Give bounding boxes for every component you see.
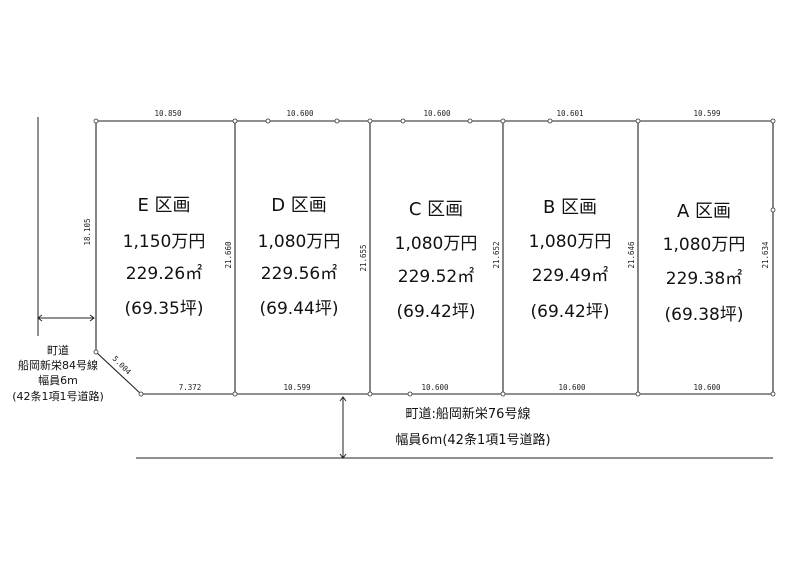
lot-e-price: 1,150万円 xyxy=(123,232,206,252)
lot-a-name: A 区画 xyxy=(677,201,731,222)
dim-bottom-d: 10.599 xyxy=(283,383,310,392)
side-road-label-4: (42条1項1号道路) xyxy=(12,389,104,403)
lot-e-tsubo: (69.35坪) xyxy=(125,299,204,319)
lot-e-name: E 区画 xyxy=(137,195,190,216)
lot-d: D 区画 1,080万円 229.56㎡ (69.44坪) xyxy=(258,195,341,319)
dim-top-d: 10.600 xyxy=(286,109,314,118)
dim-depth-d: 21.655 xyxy=(359,244,368,271)
lot-b-area: 229.49㎡ xyxy=(532,266,608,286)
site-boundary xyxy=(95,120,774,395)
dim-depth-c: 21.652 xyxy=(492,241,501,268)
dim-top-a: 10.599 xyxy=(693,109,720,118)
side-road-width-marker xyxy=(37,117,95,336)
lot-b: B 区画 1,080万円 229.49㎡ (69.42坪) xyxy=(529,197,612,322)
lot-d-tsubo: (69.44坪) xyxy=(260,299,339,319)
dim-depth-e: 21.660 xyxy=(224,241,233,269)
lot-b-name: B 区画 xyxy=(543,197,597,218)
dim-top-c: 10.600 xyxy=(423,109,451,118)
dim-corner-cut: 5.004 xyxy=(111,354,134,377)
lot-a: A 区画 1,080万円 229.38㎡ (69.38坪) xyxy=(663,201,746,325)
survey-markers xyxy=(93,118,776,397)
side-road-label-1: 町道 xyxy=(47,343,69,357)
front-road-label-1: 町道:船岡新栄76号線 xyxy=(406,406,531,422)
dim-left-depth: 18.105 xyxy=(83,218,92,245)
lot-b-tsubo: (69.42坪) xyxy=(531,302,610,322)
lot-a-tsubo: (69.38坪) xyxy=(665,305,744,325)
lot-e-area: 229.26㎡ xyxy=(126,264,202,284)
lot-e: E 区画 1,150万円 229.26㎡ (69.35坪) xyxy=(123,195,206,319)
side-road-label-3: 幅員6m xyxy=(38,374,78,387)
dim-bottom-c: 10.600 xyxy=(421,383,449,392)
lot-a-price: 1,080万円 xyxy=(663,235,746,255)
lot-c-name: C 区画 xyxy=(409,199,463,220)
dim-top-b: 10.601 xyxy=(556,109,583,118)
lot-a-area: 229.38㎡ xyxy=(666,269,742,289)
lot-d-area: 229.56㎡ xyxy=(261,264,337,284)
dim-depth-a: 21.634 xyxy=(761,241,770,269)
lot-d-price: 1,080万円 xyxy=(258,232,341,252)
front-road-label-2: 幅員6m(42条1項1号道路) xyxy=(395,432,550,448)
dim-bottom-a: 10.600 xyxy=(693,383,721,392)
lot-c-tsubo: (69.42坪) xyxy=(397,302,476,322)
lot-c-area: 229.52㎡ xyxy=(398,267,474,287)
dim-top-e: 10.850 xyxy=(154,109,182,118)
side-road-label-2: 船岡新栄84号線 xyxy=(18,358,98,372)
lot-b-price: 1,080万円 xyxy=(529,232,612,252)
lot-d-name: D 区画 xyxy=(271,195,327,216)
dim-depth-b: 21.646 xyxy=(627,241,636,269)
front-road-markers xyxy=(136,396,773,459)
lot-c-price: 1,080万円 xyxy=(395,234,478,254)
dim-bottom-e: 7.372 xyxy=(179,383,202,392)
dim-bottom-b: 10.600 xyxy=(558,383,586,392)
lot-c: C 区画 1,080万円 229.52㎡ (69.42坪) xyxy=(395,199,478,322)
